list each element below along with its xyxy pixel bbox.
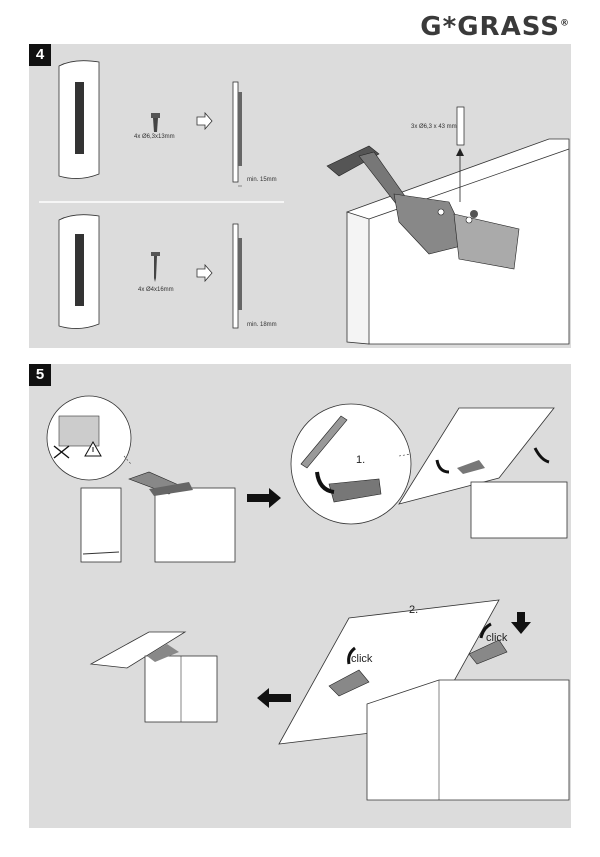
bolt-head: [470, 210, 478, 218]
click-label-right: click: [486, 632, 508, 644]
arrow-right-icon: [247, 488, 281, 508]
cabinet-open: [154, 487, 236, 563]
arrow-left-icon: [257, 688, 291, 708]
cabinet-right-top: [470, 481, 568, 539]
step-label-2: 2.: [409, 604, 419, 616]
rotate-arrow-icon: [315, 471, 335, 494]
plate-side-lower: [238, 238, 242, 310]
mounting-plate-upper: [75, 82, 84, 154]
step-4-panel: 4: [29, 44, 571, 348]
arrow-right-icon: [196, 263, 213, 283]
lift-arm-top: [326, 145, 380, 177]
step-label-1: 1.: [356, 454, 366, 466]
registered-mark: ®: [560, 18, 570, 29]
cabinet-right-bottom: [366, 679, 570, 801]
plate-side-upper: [238, 92, 242, 166]
screw-spec-lower: 4x Ø4x16mm: [138, 287, 174, 293]
step-5-panel: 5: [29, 364, 571, 828]
step-number-badge: 4: [29, 44, 51, 66]
lift-mechanism: [393, 193, 470, 255]
min-label-lower: min. 18mm: [247, 322, 277, 328]
screw-spec-upper: 4x Ø6,3x13mm: [134, 134, 175, 140]
bolt-icon: [456, 106, 465, 146]
min-label-upper: min. 15mm: [247, 177, 277, 183]
step-5-illustration: [46, 395, 570, 801]
bolt-spec: 3x Ø6,3 x 43 mm: [411, 124, 457, 130]
side-view-lower: [232, 223, 239, 329]
step-4-illustration: [39, 60, 570, 345]
logo-text: G*GRASS: [420, 12, 560, 42]
arrow-right-icon: [196, 111, 213, 131]
mechanism-housing: [453, 213, 520, 270]
hinge-click-left: [328, 669, 370, 697]
cross-icon: [53, 445, 70, 459]
mounting-plate-lower: [75, 234, 84, 306]
screw-icon-upper: [151, 113, 160, 132]
screw-icon-lower: [151, 252, 160, 282]
brand-logo: G*GRASS®: [420, 12, 570, 42]
lid-raised: [398, 407, 555, 505]
step-number-badge: 5: [29, 364, 51, 386]
arrow-down-icon: [511, 612, 531, 634]
hinge-click-right: [468, 639, 508, 665]
lid-closed: [89, 631, 187, 669]
side-view-upper: [232, 81, 239, 183]
click-label-left: click: [351, 653, 373, 665]
cabinet-door-left: [80, 487, 122, 563]
